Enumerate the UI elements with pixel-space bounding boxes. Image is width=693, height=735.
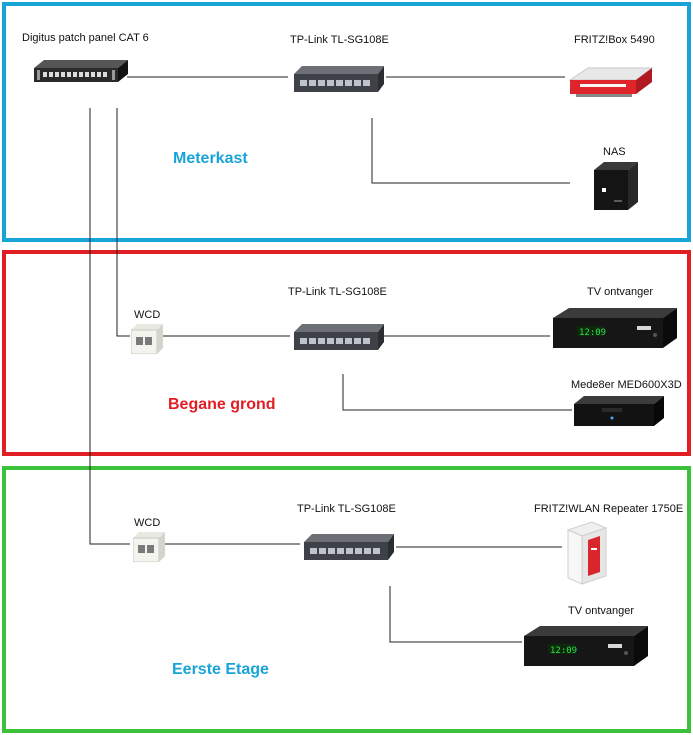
wire-switch-to-nas — [371, 118, 570, 184]
label-tv-eerste-etage: TV ontvanger — [568, 605, 635, 617]
zone-title-meterkast: Meterkast — [173, 150, 248, 167]
network-switch-icon — [294, 324, 384, 350]
label-mede8er: Mede8er MED600X3D — [571, 379, 682, 391]
zone-title-eerste-etage: Eerste Etage — [172, 661, 269, 678]
label-repeater: FRITZ!WLAN Repeater 1750E — [534, 503, 684, 515]
wall-socket-icon — [131, 324, 163, 354]
svg-text:12:09: 12:09 — [579, 328, 606, 338]
label-nas: NAS — [603, 146, 626, 158]
wire-patch-to-wcd-begane-grond — [116, 108, 130, 337]
wire-switch-to-mede8er — [342, 374, 572, 411]
zone-begane-grond — [2, 250, 691, 456]
tv-receiver-icon: 12:09 — [524, 626, 648, 666]
label-wcd-eerste-etage: WCD — [134, 517, 161, 529]
network-switch-icon — [304, 534, 394, 560]
svg-text:12:09: 12:09 — [550, 646, 577, 656]
wire-patch-to-wcd-eerste-etage — [89, 108, 130, 545]
zone-title-begane-grond: Begane grond — [168, 396, 276, 413]
router-icon — [568, 67, 654, 97]
zone-eerste-etage — [2, 466, 691, 733]
patch-panel-icon — [34, 60, 128, 82]
zone-meterkast — [2, 2, 691, 242]
label-tv-begane-grond: TV ontvanger — [587, 286, 654, 298]
nas-icon — [594, 162, 638, 210]
wire-switch-to-tv-eerste-etage — [389, 586, 522, 643]
label-switch-begane-grond: TP-Link TL-SG108E — [288, 286, 387, 298]
label-switch-meterkast: TP-Link TL-SG108E — [290, 34, 389, 46]
wifi-repeater-icon — [566, 521, 608, 585]
label-wcd-begane-grond: WCD — [134, 309, 161, 321]
label-fritzbox: FRITZ!Box 5490 — [574, 34, 655, 46]
network-switch-icon — [294, 66, 384, 92]
tv-receiver-icon: 12:09 — [553, 308, 677, 348]
wall-socket-icon — [133, 532, 165, 562]
label-patch-panel: Digitus patch panel CAT 6 — [22, 32, 149, 44]
label-switch-eerste-etage: TP-Link TL-SG108E — [297, 503, 396, 515]
media-player-icon — [574, 396, 664, 426]
